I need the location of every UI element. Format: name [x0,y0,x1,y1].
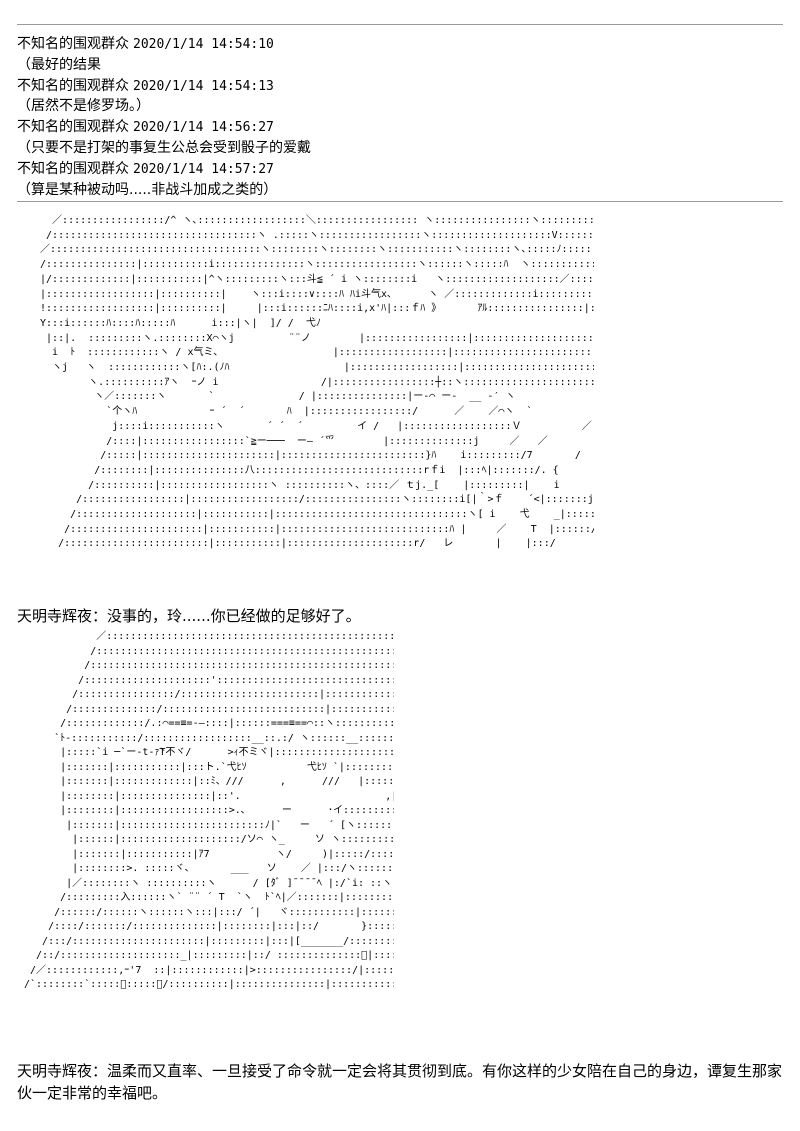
bottom-divider [17,201,783,202]
comment-text: （只要不是打架的事复生公总会受到骰子的爱戴 [17,138,783,159]
comment-header: 不知名的围观群众 2020/1/14 14:54:10 [17,34,783,55]
top-divider [17,24,783,25]
comment-body: （居然不是修罗场。） [17,98,150,115]
ascii-art-character-2: ／:::::::::::::::::::::::::::::::::::::::… [24,631,394,990]
comment-timestamp: 2020/1/14 14:56:27 [133,120,274,136]
comment-timestamp: 2020/1/14 14:57:27 [133,161,274,177]
comment-author: 不知名的围观群众 [17,119,129,136]
dialogue-line-1: 天明寺辉夜：没事的，玲......你已经做的足够好了。 [17,607,361,625]
ascii-art-character-1: ／:::::::::::::::::/^ ヽ､:::::::::::::::::… [40,215,594,550]
comment-author: 不知名的围观群众 [17,36,129,52]
comment-text: （算是某种被动吗.....非战斗加成之类的） [17,180,783,201]
comment-body: （最好的结果 [17,56,101,73]
comment-list: 不知名的围观群众 2020/1/14 14:54:10 （最好的结果 不知名的围观… [17,34,783,200]
comment-body: （算是某种被动吗.....非战斗加成之类的） [17,181,278,198]
comment-body: （只要不是打架的事复生公总会受到骰子的爱戴 [17,139,311,156]
comment-timestamp: 2020/1/14 14:54:13 [133,78,274,94]
comment-author: 不知名的围观群众 [17,77,129,94]
comment-timestamp: 2020/1/14 14:54:10 [133,37,274,52]
comment-text: （居然不是修罗场。） [17,96,783,117]
comment-text: （最好的结果 [17,55,783,76]
dialogue-line-2: 天明寺辉夜：温柔而又直率、一旦接受了命令就一定会将其贯彻到底。有你这样的少女陪在… [17,1062,783,1102]
comment-author: 不知名的围观群众 [17,160,129,177]
